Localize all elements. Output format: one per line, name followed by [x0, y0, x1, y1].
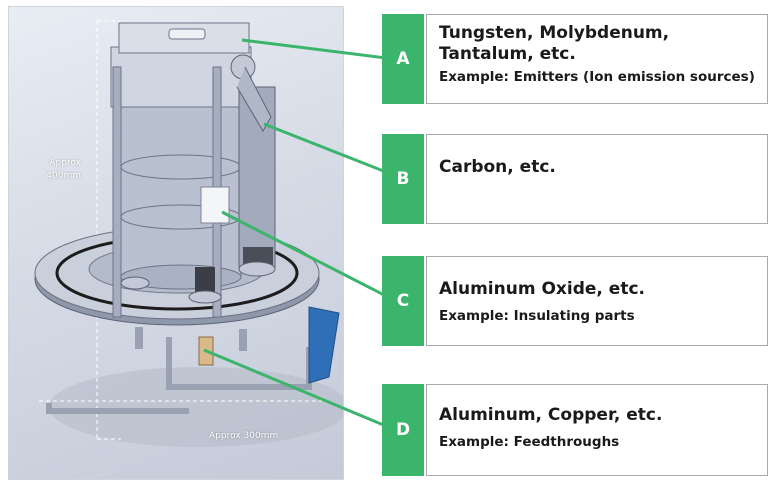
callout-tag-b: B	[382, 134, 424, 224]
width-dimension-label: Approx 300mm	[209, 431, 279, 441]
callout-tag-d: D	[382, 384, 424, 476]
callout-title-c: Aluminum Oxide, etc.	[439, 279, 645, 299]
callout-example-a: Example: Emitters (Ion emission sources)	[439, 69, 755, 85]
callout-example-c: Example: Insulating parts	[439, 308, 635, 324]
callout-tag-a: A	[382, 14, 424, 104]
height-dimension-label: Approx 400mm	[46, 158, 81, 181]
callout-title-a: Tungsten, Molybdenum, Tantalum, etc.	[439, 23, 670, 64]
device-illustration: Approx 400mm Approx 300mm	[8, 6, 344, 480]
callout-title-b: Carbon, etc.	[439, 157, 556, 177]
callout-box-c: Aluminum Oxide, etc. Example: Insulating…	[426, 256, 768, 346]
ion-source-drawing	[34, 20, 343, 447]
callout-tag-c: C	[382, 256, 424, 346]
callout-example-d: Example: Feedthroughs	[439, 434, 620, 450]
callout-box-d: Aluminum, Copper, etc. Example: Feedthro…	[426, 384, 768, 476]
callout-box-a: Tungsten, Molybdenum, Tantalum, etc. Exa…	[426, 14, 768, 104]
callout-title-d: Aluminum, Copper, etc.	[439, 405, 663, 425]
callout-box-b: Carbon, etc.	[426, 134, 768, 224]
